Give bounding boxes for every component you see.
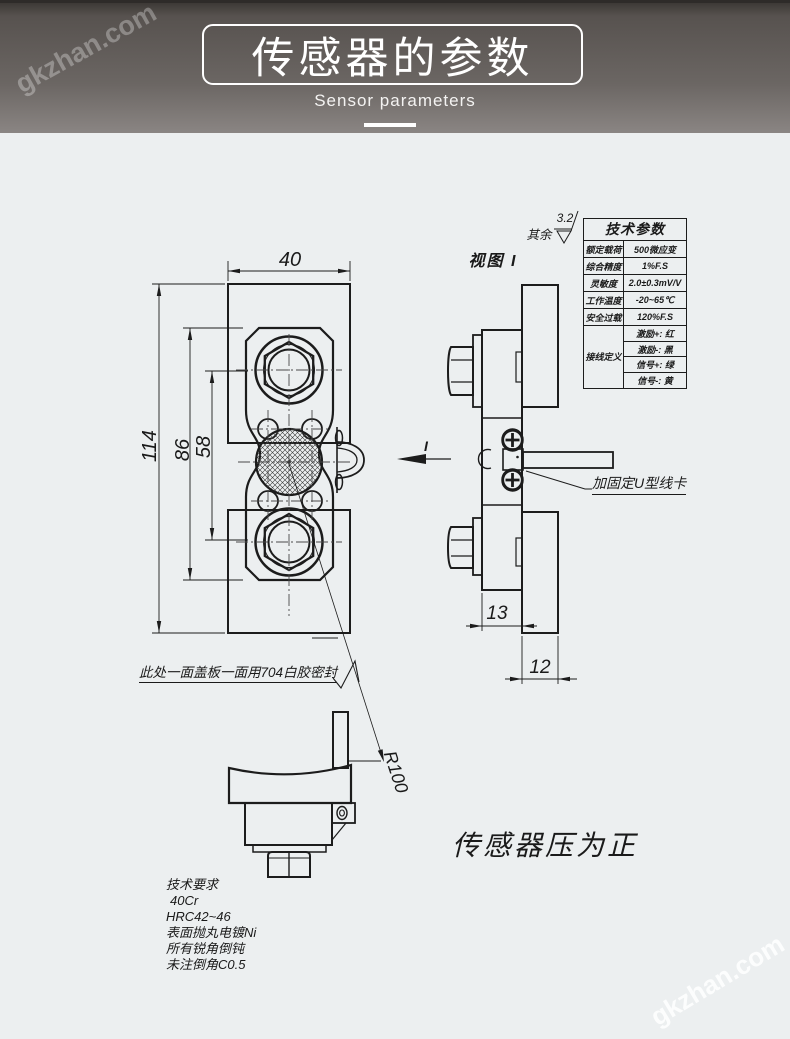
- param-label: 工作温度: [584, 292, 624, 309]
- tech-requirements: 技术要求 40Cr HRC42~46 表面抛丸电镀Ni 所有锐角倒钝 未注倒角C…: [166, 877, 256, 973]
- surface-finish-prefix: 其余: [526, 228, 552, 242]
- view-arrow-label: I: [424, 438, 428, 454]
- pressure-direction-note: 传感器压为正: [452, 830, 639, 861]
- dimension-lines: [152, 261, 577, 684]
- tech-req-line: 表面抛丸电镀Ni: [166, 925, 257, 940]
- wiring-value: 信号-: 黄: [637, 375, 673, 386]
- dim-12-label: 12: [529, 657, 551, 678]
- view-arrow-head: [397, 454, 426, 464]
- phillips-screw-top: [501, 429, 524, 451]
- page-subtitle: Sensor parameters: [314, 91, 476, 110]
- param-label: 额定载荷: [584, 241, 624, 258]
- side-view-group: [447, 284, 614, 634]
- dim-58-label: 58: [192, 435, 215, 459]
- param-label: 综合精度: [584, 258, 624, 275]
- side-bottom-bolt: [447, 517, 483, 576]
- tech-req-line: 技术要求: [166, 877, 219, 892]
- param-label: 灵敏度: [584, 275, 624, 292]
- view-label: 视图 I: [468, 253, 518, 270]
- tech-req-line: 40Cr: [170, 893, 199, 908]
- param-label: 安全过载: [584, 309, 624, 326]
- params-table-title: 技术参数: [584, 219, 686, 241]
- dim-114-label: 114: [138, 430, 161, 462]
- leader-lines: [288, 210, 592, 762]
- param-value: 2.0±0.3mV/V: [624, 275, 686, 292]
- profile-view-group: [227, 711, 356, 878]
- u-clip: [477, 428, 614, 492]
- param-value: -20~65℃: [624, 292, 686, 309]
- param-value: 120%F.S: [624, 309, 686, 326]
- dim-13-label: 13: [486, 603, 508, 624]
- clip-note: 加固定U型线卡: [592, 473, 687, 495]
- page-title-box: 传感器的参数: [202, 24, 583, 85]
- surface-finish-symbol: [554, 210, 579, 244]
- wiring-value: 激励-: 黑: [624, 342, 686, 358]
- front-wire-clip: [334, 427, 365, 493]
- page-title: 传感器的参数: [251, 34, 534, 83]
- side-top-bolt: [447, 334, 483, 408]
- wiring-value: 信号+: 绿: [624, 357, 686, 374]
- subtitle-underline: [364, 123, 416, 127]
- surface-finish-value: 3.2: [556, 211, 574, 225]
- tech-req-line: 未注倒角C0.5: [166, 957, 246, 972]
- wiring-value: 激励+: 红: [624, 326, 686, 342]
- seal-note: 此处一面盖板一面用704白胶密封: [139, 661, 338, 683]
- dim-86-label: 86: [171, 438, 194, 462]
- front-view-group: [227, 283, 365, 639]
- phillips-screw-bottom: [501, 469, 524, 491]
- tech-req-line: 所有锐角倒钝: [166, 941, 245, 956]
- param-value: 1%F.S: [624, 258, 686, 275]
- dim-40-label: 40: [278, 248, 302, 271]
- wiring-label: 接线定义: [584, 326, 624, 388]
- param-value: 500微应变: [624, 241, 686, 258]
- center-lines: [236, 334, 352, 616]
- header-banner: gkzhan.com 传感器的参数 Sensor parameters: [0, 0, 790, 133]
- cable-bar: [522, 451, 614, 469]
- tech-req-line: HRC42~46: [166, 909, 231, 924]
- params-table: 技术参数 额定载荷 500微应变 综合精度 1%F.S 灵敏度 2.0±0.3m…: [583, 218, 687, 389]
